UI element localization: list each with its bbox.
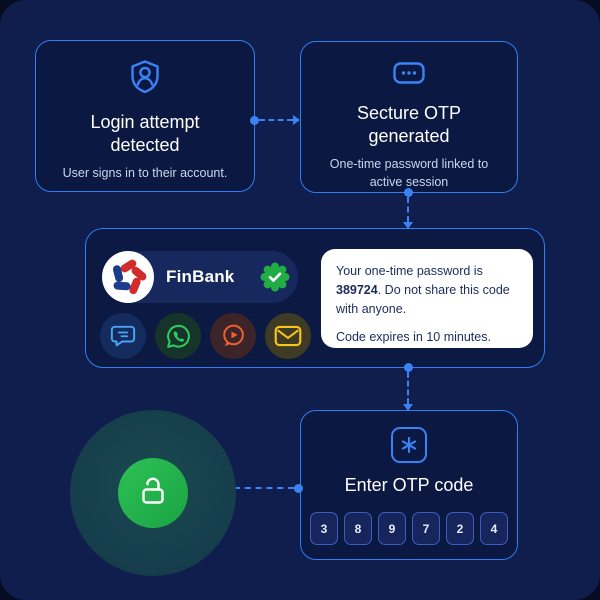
dashed-line (234, 487, 294, 489)
step-box-otp-generated: Secture OTP generated One-time password … (300, 41, 518, 193)
otp-digit-box: 3 (310, 512, 338, 546)
step-subtitle-login: User signs in to their account. (62, 166, 228, 181)
shield-user-icon (125, 57, 165, 102)
step-title-enter-otp: Enter OTP code (344, 475, 474, 495)
otp-delivery-card: FinBank (85, 228, 545, 368)
step-box-enter-otp: Enter OTP code 3 8 9 7 2 4 (300, 410, 518, 560)
dashed-line (407, 197, 409, 222)
video-message-icon (210, 313, 256, 359)
step-subtitle-otp-generated: One-time password linked to active sessi… (329, 157, 489, 189)
otp-digit-box: 9 (378, 512, 406, 546)
bank-identity-pill: FinBank (102, 251, 298, 303)
sms-icon (100, 313, 146, 359)
otp-digit-box: 7 (412, 512, 440, 546)
email-icon (265, 313, 311, 359)
otp-message-bubble: Your one-time password is 389724. Do not… (321, 249, 533, 348)
dashed-line (259, 119, 293, 121)
otp-message-text: Your one-time password is 389724. Do not… (336, 264, 510, 316)
connector-login-to-otp (250, 115, 300, 125)
otp-input-row: 3 8 9 7 2 4 (310, 512, 508, 546)
delivery-channels (100, 313, 311, 359)
unlock-icon (135, 473, 171, 514)
step-title-login: Login attempt detected (90, 112, 200, 156)
bank-name: FinBank (166, 267, 235, 286)
otp-digit-box: 2 (446, 512, 474, 546)
finbank-logo (102, 251, 154, 303)
verified-badge-icon (260, 262, 290, 292)
dashed-line (407, 372, 409, 404)
asterisk-icon (391, 427, 427, 463)
otp-digit-box: 4 (480, 512, 508, 546)
unlock-success-circle (118, 458, 188, 528)
connector-dot (403, 188, 413, 197)
connector-enter-to-unlock (227, 483, 303, 493)
connector-dot (250, 115, 259, 125)
arrowhead-right-icon (293, 115, 300, 125)
arrowhead-down-icon (403, 222, 413, 229)
connector-dot (294, 483, 303, 493)
step-title-otp-generated: Secture OTP generated (356, 103, 462, 147)
otp-expiry-text: Code expires in 10 minutes. (336, 330, 491, 345)
whatsapp-icon (155, 313, 201, 359)
connector-otp-to-delivery (403, 188, 413, 229)
otp-digit-box: 8 (344, 512, 372, 546)
message-dots-icon (393, 62, 425, 89)
connector-delivery-to-enter (403, 363, 413, 411)
step-box-login: Login attempt detected User signs in to … (35, 40, 255, 192)
otp-code: 389724 (336, 282, 378, 297)
arrowhead-down-icon (403, 404, 413, 411)
connector-dot (403, 363, 413, 372)
